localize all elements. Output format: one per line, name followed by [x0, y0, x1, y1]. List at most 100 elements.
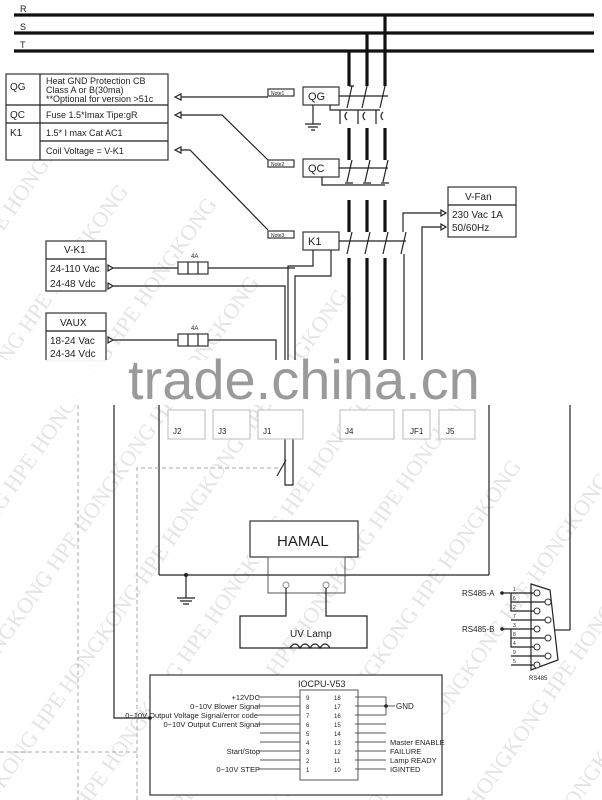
svg-text:14: 14: [334, 732, 341, 738]
fuse-icon: [177, 261, 209, 275]
connector-j2: [167, 409, 206, 440]
svg-text:2: 2: [306, 759, 310, 765]
svg-text:16: 16: [334, 714, 341, 720]
vfan-title: V-Fan: [465, 192, 492, 203]
vk1-line-2: 24-48 Vdc: [50, 279, 96, 290]
connector-j3: [212, 409, 251, 440]
note3-tag: [267, 230, 295, 239]
pin-label-3: Start/Stop: [227, 747, 260, 756]
pin-label-6: 0~10V Output Current Signal: [163, 720, 260, 729]
svg-text:4: 4: [513, 641, 516, 647]
svg-text:10: 10: [334, 768, 341, 774]
qg-label: QG: [308, 91, 325, 103]
iocpu-title: IOCPU-V53: [298, 679, 346, 689]
svg-text:11: 11: [334, 759, 341, 765]
svg-text:JF1: JF1: [410, 427, 424, 436]
legend-code-k1: K1: [10, 128, 23, 139]
board-ground: [177, 573, 195, 605]
power-bus: R S T: [14, 4, 594, 86]
legend-table: QG Heat GND Protection CB Class A or B(3…: [5, 73, 169, 161]
vfan-block: V-Fan 230 Vac 1A 50/60Hz: [402, 186, 517, 360]
board-wiring: [0, 405, 571, 800]
vaux-title: VAUX: [60, 318, 87, 329]
note-leaders: Note1 Note2 Note3: [173, 88, 295, 239]
svg-text:18: 18: [334, 696, 341, 702]
rs485-b-label: RS485-B: [462, 625, 494, 634]
bus-label-s: S: [20, 22, 26, 32]
pin-label-12: FAILURE: [390, 747, 421, 756]
hamal-block: HAMAL: [249, 520, 359, 594]
ground-icon: [177, 597, 195, 605]
ground-icon: [305, 123, 321, 131]
vaux-fuse-rating: 4A: [191, 326, 198, 332]
legend-desc-k1: 1.5* I max Cat AC1: [46, 128, 123, 138]
svg-text:J3: J3: [218, 427, 227, 436]
pin-label-1: 0~10V STEP: [216, 765, 260, 774]
vk1-block: V-K1 24-110 Vac 24-48 Vdc 4A: [45, 240, 295, 360]
pin-label-13: Master ENABLE: [390, 738, 445, 747]
note1-tag: [267, 88, 295, 97]
svg-text:13: 13: [334, 741, 341, 747]
bus-label-r: R: [20, 4, 27, 14]
vfan-line-2: 50/60Hz: [452, 223, 489, 234]
qg-breaker: QG: [302, 85, 388, 160]
connector-j1: [257, 409, 304, 440]
qc-fuse: QC: [302, 158, 389, 232]
pin-label-7: 0~10V Output Voltage Signal/error code: [125, 711, 258, 720]
svg-text:7: 7: [306, 714, 310, 720]
k1-contactor: K1: [287, 231, 407, 360]
svg-text:7: 7: [513, 614, 516, 620]
svg-text:8: 8: [513, 632, 516, 638]
k1-label: K1: [308, 236, 321, 248]
legend-desc-coil: Coil Voltage = V-K1: [46, 146, 124, 156]
svg-text:12: 12: [334, 750, 341, 756]
svg-text:3: 3: [306, 750, 310, 756]
legend-desc-qc: Fuse 1.5*Imax Tipe:gR: [46, 110, 138, 120]
svg-text:J4: J4: [345, 427, 354, 436]
bus-label-t: T: [20, 40, 26, 50]
svg-text:5: 5: [306, 732, 310, 738]
svg-text:9: 9: [513, 650, 516, 656]
svg-text:J2: J2: [173, 427, 182, 436]
legend-code-qc: QC: [10, 110, 25, 121]
svg-text:6: 6: [513, 596, 516, 602]
note2-label: Note2: [271, 162, 285, 168]
legend-desc-qg-2: Class A or B(30ma): [46, 85, 124, 95]
legend-code-qg: QG: [10, 82, 26, 93]
fuse-icon: [177, 333, 209, 347]
vaux-line-1: 18-24 Vac: [50, 336, 95, 347]
svg-text:1: 1: [513, 587, 516, 593]
note2-tag: [267, 159, 295, 168]
vk1-fuse-rating: 4A: [191, 254, 198, 260]
pin-label-11: Lamp READY: [390, 756, 437, 765]
vk1-line-1: 24-110 Vac: [50, 264, 100, 275]
gnd-label: GND: [396, 702, 414, 711]
legend-desc-qg-3: **Optional for version >51c: [46, 94, 154, 104]
svg-text:J5: J5: [446, 427, 455, 436]
svg-text:9: 9: [306, 696, 310, 702]
connector-jf1: [402, 409, 431, 440]
pin-label-9: +12VDC: [231, 693, 260, 702]
vfan-line-1: 230 Vac 1A: [452, 210, 503, 221]
vaux-line-2: 24-34 Vdc: [50, 349, 96, 360]
connector-j4: [339, 409, 395, 440]
rs485-caption: RS485: [529, 676, 548, 682]
svg-text:J1: J1: [263, 427, 272, 436]
watermark-banner: trade.china.cn: [128, 348, 480, 411]
svg-text:17: 17: [334, 705, 341, 711]
pin-label-8: 0~10V Blower Signal: [190, 702, 260, 711]
rs485-a-label: RS485-A: [462, 589, 495, 598]
svg-text:3: 3: [513, 623, 516, 629]
note3-label: Note3: [271, 233, 285, 239]
svg-text:6: 6: [306, 723, 310, 729]
svg-text:2: 2: [513, 605, 516, 611]
vk1-title: V-K1: [64, 245, 86, 256]
uv-lamp-block: UV Lamp: [239, 588, 368, 650]
svg-text:5: 5: [513, 659, 516, 665]
svg-text:15: 15: [334, 723, 341, 729]
iocpu-block: IOCPU-V53 +12VDC 0~10V Blower Signal 0~1…: [113, 674, 445, 796]
svg-text:8: 8: [306, 705, 310, 711]
connector-j5: [438, 409, 476, 440]
note1-label: Note1: [271, 91, 285, 97]
